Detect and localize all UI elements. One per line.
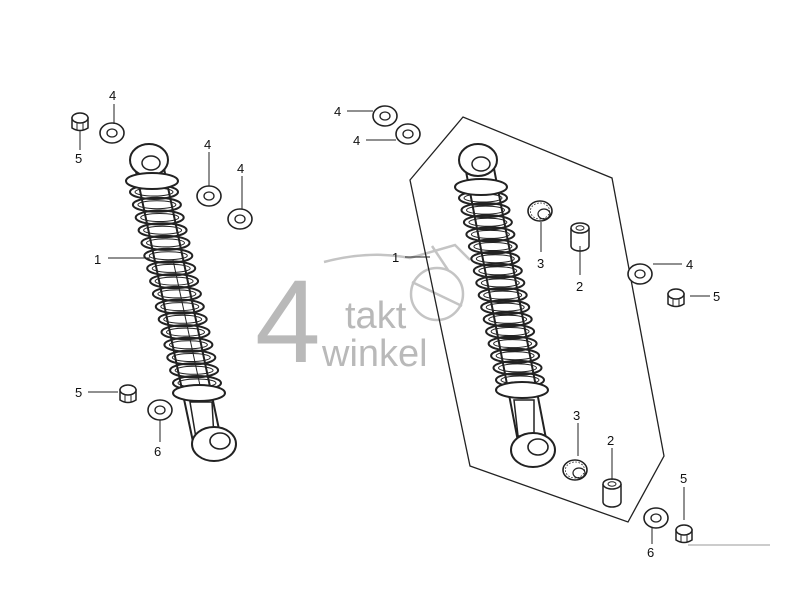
right-top-bush-icon (527, 200, 553, 222)
callout-right-side-washer: 4 (686, 257, 693, 272)
right-top-washer-a-icon (372, 105, 398, 127)
right-top-washer-b-icon (395, 123, 421, 145)
callout-right-bottom-bush: 3 (573, 408, 580, 423)
callout-right-bottom-collar: 2 (607, 433, 614, 448)
callout-left-shock: 1 (94, 252, 101, 267)
watermark-line1: takt (345, 295, 407, 337)
callout-right-bottom-nut: 5 (680, 471, 687, 486)
callout-left-bottom-nut: 5 (75, 385, 82, 400)
watermark-line2: winkel (321, 333, 428, 375)
left-shock-absorber (125, 143, 237, 462)
right-side-nut-icon (667, 288, 685, 308)
watermark-motorbike-icon (323, 243, 471, 322)
callout-right-side-nut: 5 (713, 289, 720, 304)
callout-right-shock: 1 (392, 250, 399, 265)
left-washer-c-icon (227, 208, 253, 230)
callout-right-top-bush: 3 (537, 256, 544, 271)
right-shock-absorber (454, 143, 556, 468)
left-bottom-nut-icon (119, 384, 137, 404)
callout-left-bottom-washer: 6 (154, 444, 161, 459)
left-top-washer-icon (99, 122, 125, 144)
callout-left-washer-c: 4 (237, 161, 244, 176)
callout-right-bottom-washer: 6 (647, 545, 654, 560)
right-bottom-washer-icon (643, 507, 669, 529)
left-washer-b-icon (196, 185, 222, 207)
callout-numbers: 1 4 5 4 4 5 6 4 4 1 3 2 4 5 3 2 5 6 (75, 88, 720, 560)
right-bottom-collar-icon (602, 478, 622, 508)
watermark-digit: 4 (255, 256, 321, 388)
callout-left-washer-a: 4 (109, 88, 116, 103)
callout-left-washer-b: 4 (204, 137, 211, 152)
right-bottom-bush-icon (562, 459, 588, 481)
right-bottom-nut-icon (675, 524, 693, 544)
callout-right-top-collar: 2 (576, 279, 583, 294)
left-bottom-washer-icon (147, 399, 173, 421)
leader-lines (79, 104, 710, 544)
right-side-washer-icon (627, 263, 653, 285)
callout-left-top-nut: 5 (75, 151, 82, 166)
watermark: 4 takt winkel (255, 243, 471, 388)
callout-right-washer-b: 4 (353, 133, 360, 148)
assembly-outline (409, 116, 665, 523)
callout-right-washer-a: 4 (334, 104, 341, 119)
left-top-nut-icon (71, 112, 89, 132)
